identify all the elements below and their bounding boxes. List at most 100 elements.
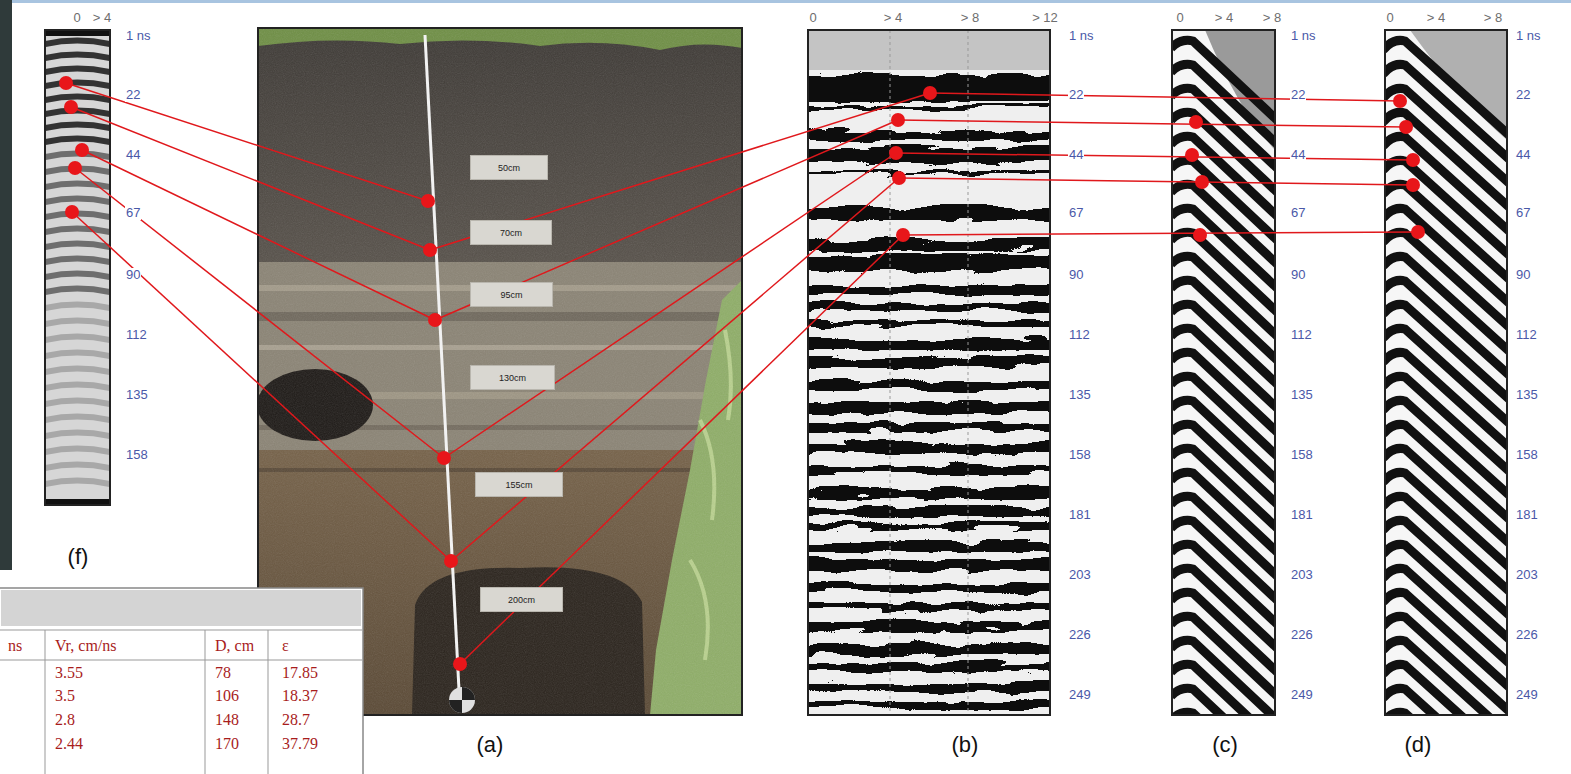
time-label: 22 [1290, 88, 1306, 103]
marker-dot [75, 143, 89, 157]
data-table [268, 630, 269, 774]
radargram-b [808, 660, 1050, 668]
time-label: 90 [1515, 268, 1531, 283]
time-label: 44 [1068, 148, 1084, 163]
time-label: 1 ns [1290, 29, 1317, 44]
radargram-b [808, 168, 1050, 172]
time-label: 90 [125, 268, 141, 283]
radargram-b [808, 336, 1050, 346]
radargram-b [800, 30, 1058, 715]
time-label: 112 [125, 328, 148, 343]
time-label: 249 [1290, 688, 1314, 703]
marker-dot [59, 76, 1425, 671]
correlation-line [435, 120, 898, 320]
radargram-b [808, 505, 1050, 513]
time-label: 158 [1290, 448, 1314, 463]
marker-dot [453, 657, 467, 671]
correlation-line [460, 235, 903, 664]
depth-label: 155cm [505, 480, 532, 490]
page-strip [0, 0, 12, 570]
marker-dot [1399, 120, 1413, 134]
table-cell: 170 [215, 735, 239, 753]
radargram-c [1172, 40, 1275, 715]
radargram-f [45, 353, 110, 357]
table-cell: Vr, cm/ns [55, 637, 117, 655]
time-label: 67 [1290, 206, 1306, 221]
depth-label: 130cm [499, 373, 526, 383]
data-table [0, 588, 363, 774]
time-label: 67 [1068, 206, 1084, 221]
axis-tick: > 4 [1215, 11, 1233, 26]
table-cell: 78 [215, 664, 231, 682]
radargram-b [808, 485, 1050, 495]
time-label: 22 [125, 88, 141, 103]
data-table [45, 630, 46, 774]
radargram-d [1385, 30, 1507, 715]
time-label: 112 [1515, 328, 1538, 343]
radargram-b [890, 30, 891, 715]
time-label: 135 [1290, 388, 1314, 403]
table-cell: 18.37 [282, 687, 318, 705]
time-label: 90 [1290, 268, 1306, 283]
radargram-b [808, 620, 1050, 628]
radargram-b [808, 462, 1050, 470]
radargram-b [808, 30, 1050, 715]
radargram-f [45, 385, 110, 389]
page-rule [0, 0, 1571, 3]
radargram-f [45, 305, 110, 309]
marker-dot [896, 228, 910, 242]
data-table [0, 630, 362, 631]
radargram-b [808, 102, 1050, 106]
correlation-line [898, 120, 1406, 127]
marker-dot [421, 194, 435, 208]
time-label: 181 [1290, 508, 1314, 523]
time-label: 158 [125, 448, 149, 463]
radargram-b [808, 282, 1050, 292]
time-label: 112 [1290, 328, 1313, 343]
data-table [0, 588, 363, 774]
table-cell: 148 [215, 711, 239, 729]
time-label: 1 ns [1515, 29, 1542, 44]
axis-tick: > 8 [1484, 11, 1502, 26]
table-cell: 17.85 [282, 664, 318, 682]
radargram-b [808, 580, 1050, 590]
radargram-f [45, 30, 110, 505]
radargram-f [45, 337, 110, 341]
axis-tick: > 4 [884, 11, 902, 26]
radargram-b [808, 642, 1050, 652]
time-label: 67 [125, 206, 141, 221]
time-label: 226 [1068, 628, 1092, 643]
time-label: 22 [1515, 88, 1531, 103]
radargram-b [808, 378, 1050, 388]
correlation-line [430, 93, 930, 250]
radargram-b [968, 30, 969, 715]
correlation-line [899, 178, 1413, 185]
time-label: 44 [125, 148, 141, 163]
table-cell: 3.55 [55, 664, 83, 682]
time-label: 1 ns [125, 29, 152, 44]
radargram-f [45, 433, 110, 437]
axis-tick: 0 [1176, 11, 1183, 26]
correlation-line [66, 83, 428, 201]
marker-dot [1193, 228, 1207, 242]
time-label: 249 [1068, 688, 1092, 703]
time-label: 135 [1068, 388, 1092, 403]
radargram-f [45, 41, 110, 143]
radargram-f [45, 244, 110, 248]
radargram-f [45, 83, 110, 87]
time-label: 112 [1068, 328, 1091, 343]
panel-label: (c) [1212, 732, 1238, 757]
soil-photo [449, 687, 475, 713]
radargram-f [45, 481, 110, 485]
depth-label: 50cm [498, 163, 520, 173]
marker-dot [444, 554, 458, 568]
depth-label: 70cm [500, 228, 522, 238]
time-label: 44 [1515, 148, 1531, 163]
time-label: 226 [1290, 628, 1314, 643]
axis-tick: > 4 [1427, 11, 1445, 26]
radargram-f [45, 369, 110, 373]
radargram-b [808, 600, 1050, 608]
radargram-f [45, 289, 110, 293]
radargram-f [45, 41, 110, 45]
